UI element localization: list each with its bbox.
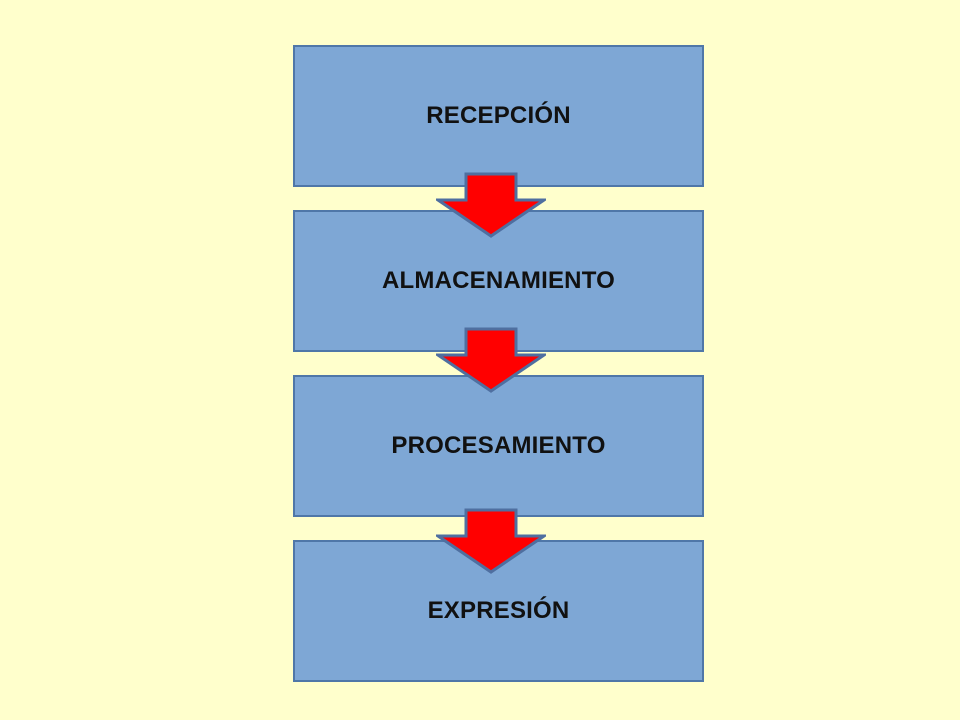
step-processing-label: PROCESAMIENTO — [391, 432, 606, 459]
arrow-down-icon — [436, 508, 546, 574]
step-processing-box: PROCESAMIENTO — [293, 375, 704, 517]
arrow-down-icon — [436, 172, 546, 238]
step-reception-box: RECEPCIÓN — [293, 45, 704, 187]
step-reception-label: RECEPCIÓN — [426, 102, 571, 129]
arrow-down-icon — [436, 327, 546, 393]
step-expression-label: EXPRESIÓN — [427, 597, 570, 624]
step-storage-label: ALMACENAMIENTO — [381, 267, 615, 294]
